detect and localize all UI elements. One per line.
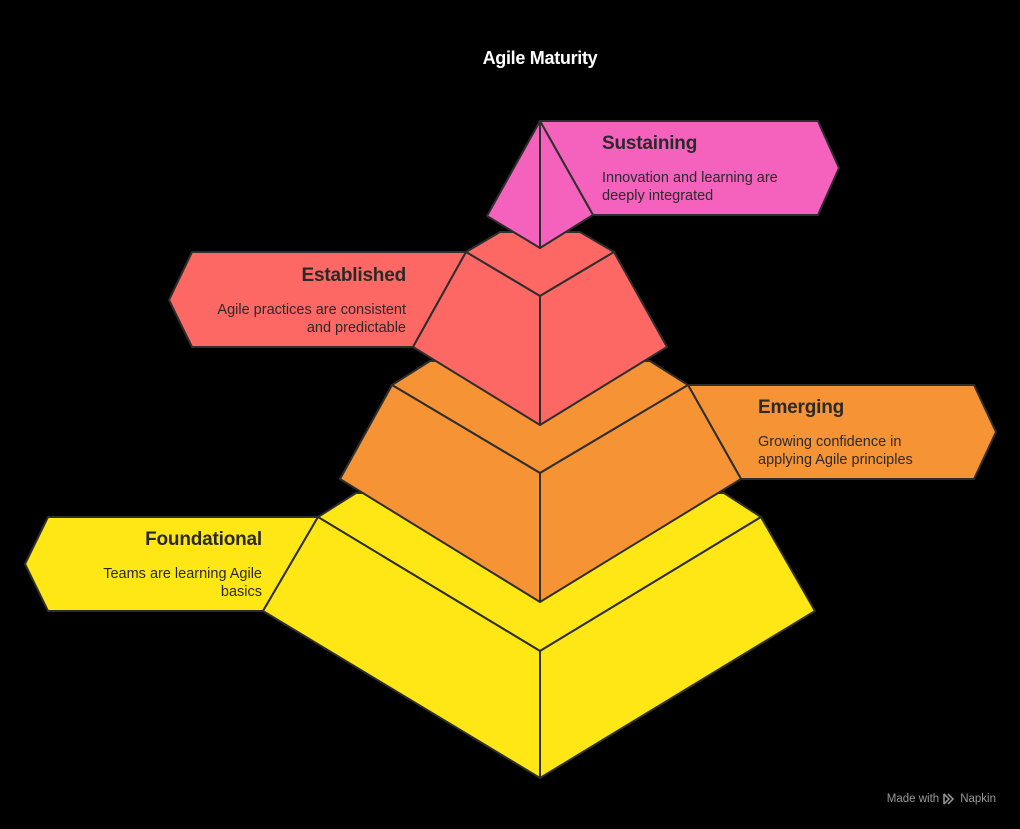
description-line: applying Agile principles (758, 452, 913, 468)
description-line: and predictable (306, 320, 406, 336)
made-with-label: Made with (886, 793, 940, 805)
made-with-napkin: Made with Napkin (887, 793, 996, 805)
description-line: basics (220, 584, 262, 600)
level-emerging: Emerging Growing confidence in applying … (758, 397, 978, 469)
level-sustaining: Sustaining Innovation and learning are d… (602, 133, 822, 205)
level-description: Teams are learning Agile basics (42, 565, 262, 601)
level-description: Innovation and learning are deeply integ… (602, 169, 822, 205)
level-title: Foundational (145, 529, 262, 550)
description-line: Teams are learning Agile (103, 566, 262, 582)
sustaining-apex-right-face (539, 120, 594, 249)
description-line: deeply integrated (602, 188, 714, 204)
description-line: Agile practices are consistent (217, 302, 406, 318)
napkin-brand-label: Napkin (960, 793, 996, 805)
level-established: Established Agile practices are consiste… (186, 265, 406, 337)
emerging-tier-right-face (539, 384, 742, 603)
level-description: Agile practices are consistent and predi… (186, 301, 406, 337)
level-title: Emerging (758, 397, 845, 418)
level-title: Established (301, 265, 407, 286)
level-title: Sustaining (602, 133, 698, 154)
foundational-tier-right-face (539, 516, 816, 779)
diagram-title: Agile Maturity (482, 48, 598, 68)
description-line: Growing confidence in (758, 434, 902, 450)
description-line: Innovation and learning are (602, 170, 778, 186)
level-description: Growing confidence in applying Agile pri… (758, 433, 978, 469)
sustaining-apex-left-face (486, 120, 541, 249)
established-tier-right-face (539, 251, 668, 426)
level-foundational: Foundational Teams are learning Agile ba… (42, 529, 262, 601)
napkin-logo-icon (943, 793, 955, 805)
